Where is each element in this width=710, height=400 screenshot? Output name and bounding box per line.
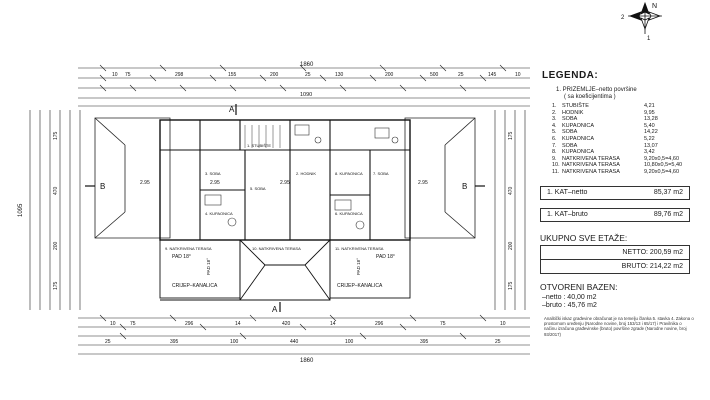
overall-depth-dim: 1095 bbox=[18, 203, 24, 217]
roof-slope-center-left: PAD 18° bbox=[206, 258, 211, 275]
kat-netto-label: 1. KAT–netto bbox=[547, 189, 588, 197]
totals-title: UKUPNO SVE ETAŽE: bbox=[540, 232, 628, 243]
dim-top-0: 10 bbox=[112, 72, 118, 78]
kat-netto-box: 1. KAT–netto 85,37 m2 bbox=[540, 185, 690, 200]
section-b-right: B bbox=[462, 182, 467, 191]
dim-top-9: 25 bbox=[458, 72, 464, 78]
compass-mark-2: 2 bbox=[621, 15, 625, 21]
dim-top-10: 145 bbox=[488, 72, 497, 78]
legal-note: Analitički iskaz građevine obračunat je … bbox=[544, 315, 694, 337]
kat-netto-value: 85,37 m2 bbox=[653, 189, 683, 197]
dim-bottom2-6: 25 bbox=[495, 339, 501, 345]
dim-bottom2-0: 25 bbox=[105, 339, 111, 345]
room-label-7: 7. SOBA bbox=[373, 171, 389, 176]
dim-right-1: 470 bbox=[508, 186, 514, 195]
roof-slope-right: PAD 18° bbox=[376, 254, 395, 260]
dim-right-3: 175 bbox=[508, 281, 514, 290]
dim-bottom-5: 14 bbox=[330, 321, 336, 327]
legend-subtitle-1: 1. PRIZEMLJE–netto površine bbox=[556, 87, 637, 93]
dim-right-2: 200 bbox=[508, 241, 514, 250]
dim-left-0: 175 bbox=[53, 131, 59, 140]
room-label-3: 3. SOBA bbox=[205, 171, 221, 176]
section-b-left: B bbox=[100, 182, 105, 191]
kat-bruto-value: 89,76 m2 bbox=[653, 211, 683, 219]
inner-width-dim: 1090 bbox=[300, 92, 312, 98]
dim-left-3: 175 bbox=[53, 281, 59, 290]
dim-bottom-0: 10 bbox=[110, 321, 116, 327]
totals-bruto: BRUTO: 214,22 m2 bbox=[541, 258, 689, 273]
section-a-top: A bbox=[229, 105, 235, 114]
dim-top-8: 500 bbox=[430, 72, 439, 78]
legend-subtitle-2: ( sa koeficijentima ) bbox=[564, 94, 616, 100]
dim-bottom-4: 420 bbox=[282, 321, 291, 327]
compass-north-label: N bbox=[652, 3, 657, 10]
dim-bottom-1: 75 bbox=[130, 321, 136, 327]
dim-bottom-2: 296 bbox=[185, 321, 194, 327]
dim-bottom-6: 296 bbox=[375, 321, 384, 327]
room-label-1: 1. STUBIŠTE bbox=[247, 143, 271, 148]
dim-top-1: 75 bbox=[125, 72, 131, 78]
section-a-bottom: A bbox=[272, 305, 278, 314]
gutter-label-right: CRIJEP–KANALICA bbox=[337, 283, 383, 289]
dim-top-5: 25 bbox=[305, 72, 311, 78]
roof-slope-left: PAD 18° bbox=[172, 254, 191, 260]
totals-box: NETTO: 200,59 m2 BRUTO: 214,22 m2 bbox=[540, 244, 690, 274]
level-mark-2: 2.95 bbox=[280, 180, 290, 186]
room-label-8: 8. KUPAONICA bbox=[335, 171, 363, 176]
room-label-9: 9. NATKRIVENA TERASA bbox=[165, 246, 212, 251]
pool-title: OTVORENI BAZEN: bbox=[540, 281, 618, 292]
totals-netto: NETTO: 200,59 m2 bbox=[622, 248, 683, 256]
level-mark-0: 2.95 bbox=[140, 180, 150, 186]
dim-top-11: 10 bbox=[515, 72, 521, 78]
compass-mark-1: 1 bbox=[647, 36, 651, 42]
dim-bottom2-1: 395 bbox=[170, 339, 179, 345]
dim-top-6: 130 bbox=[335, 72, 344, 78]
dim-bottom-7: 75 bbox=[440, 321, 446, 327]
dim-top-7: 200 bbox=[385, 72, 394, 78]
room-label-11: 11. NATKRIVENA TERASA bbox=[335, 246, 384, 251]
dim-right-0: 175 bbox=[508, 131, 514, 140]
dim-bottom2-2: 100 bbox=[230, 339, 239, 345]
level-mark-1: 2.95 bbox=[210, 180, 220, 186]
legend-panel: LEGENDA: 1. PRIZEMLJE–netto površine ( s… bbox=[538, 70, 706, 337]
overall-width-dim: 1860 bbox=[300, 62, 314, 68]
pool-netto: –netto : 40,00 m2 bbox=[542, 293, 597, 301]
pool-bruto: –bruto : 45,76 m2 bbox=[542, 301, 597, 309]
dim-top-3: 155 bbox=[228, 72, 237, 78]
dim-bottom-3: 14 bbox=[235, 321, 241, 327]
dim-bottom2-3: 440 bbox=[290, 339, 299, 345]
room-label-6: 6. KUPAONICA bbox=[335, 211, 363, 216]
roof-slope-center-right: PAD 18° bbox=[356, 258, 361, 275]
legend-title: LEGENDA: bbox=[542, 70, 599, 81]
dim-bottom-8: 10 bbox=[500, 321, 506, 327]
room-label-4: 4. KUPAONICA bbox=[205, 211, 233, 216]
room-label-10: 10. NATKRIVENA TERASA bbox=[252, 246, 301, 251]
kat-bruto-box: 1. KAT–bruto 89,76 m2 bbox=[540, 207, 690, 222]
gutter-label-left: CRIJEP–KANALICA bbox=[172, 283, 218, 289]
dim-bottom2-4: 100 bbox=[345, 339, 354, 345]
room-label-5: 5. SOBA bbox=[250, 186, 266, 191]
dim-bottom2-5: 395 bbox=[420, 339, 429, 345]
dim-top-4: 200 bbox=[270, 72, 279, 78]
kat-bruto-label: 1. KAT–bruto bbox=[547, 211, 588, 219]
overall-width-dim-bottom: 1860 bbox=[300, 358, 314, 364]
level-mark-3: 2.95 bbox=[418, 180, 428, 186]
dim-left-2: 200 bbox=[53, 241, 59, 250]
room-label-2: 2. HODNIK bbox=[296, 171, 316, 176]
dim-left-1: 470 bbox=[53, 186, 59, 195]
dim-top-2: 298 bbox=[175, 72, 184, 78]
